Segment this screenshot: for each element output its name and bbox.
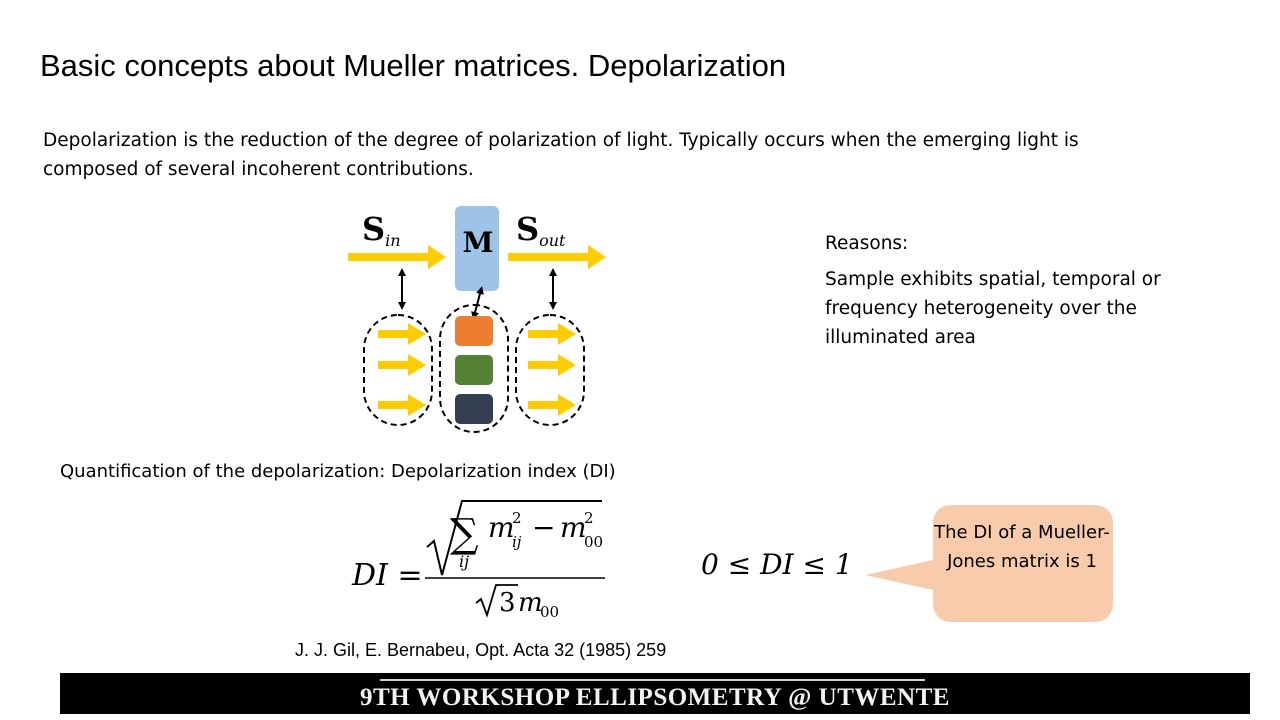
- denominator-sub: 00: [540, 603, 559, 621]
- element-dark: [455, 394, 493, 424]
- input-arrows: [378, 323, 426, 416]
- term-1-sub: ij: [512, 533, 522, 551]
- output-group-outline: [515, 314, 585, 426]
- formula-lhs: DI =: [351, 558, 423, 593]
- slide-title: Basic concepts about Mueller matrices. D…: [40, 48, 787, 83]
- element-orange: [455, 316, 493, 346]
- callout-text: The DI of a Mueller-Jones matrix is 1: [934, 522, 1110, 572]
- di-formula: DI = ∑ ij m 2 ij − m 2 00 3 m 00: [351, 500, 605, 621]
- sample-group-outline: [439, 304, 509, 433]
- depolarization-diagram: Sin M Sout: [348, 206, 606, 433]
- quantification-text: Quantification of the depolarization: De…: [60, 461, 616, 482]
- double-arrow-m: [471, 286, 484, 320]
- range-expression: 0 ≤ DI ≤ 1: [701, 548, 853, 581]
- term-2: m: [560, 511, 587, 544]
- input-group-outline: [363, 314, 433, 426]
- mueller-matrix-box: [455, 206, 499, 291]
- denominator-3: 3: [499, 588, 516, 618]
- term-2-sub: 00: [584, 533, 603, 551]
- denominator-m: m: [518, 588, 543, 618]
- numerator-radical: [426, 500, 602, 576]
- term-2-sup: 2: [584, 509, 594, 527]
- intro-paragraph: Depolarization is the reduction of the d…: [43, 130, 1079, 180]
- footer-banner: 9TH WORKSHOP ELLIPSOMETRY @ UTWENTE: [60, 673, 1250, 714]
- reasons-heading: Reasons:: [825, 233, 909, 254]
- footer-text: 9TH WORKSHOP ELLIPSOMETRY @ UTWENTE: [360, 684, 950, 711]
- output-arrow: [508, 245, 606, 269]
- term-1-sup: 2: [512, 509, 522, 527]
- sum-index: ij: [459, 552, 469, 571]
- reference-citation: J. J. Gil, E. Bernabeu, Opt. Acta 32 (19…: [295, 640, 667, 660]
- term-1: m: [488, 511, 515, 544]
- reasons-text: Sample exhibits spatial, temporal or fre…: [825, 269, 1161, 348]
- minus-sign: −: [532, 511, 555, 544]
- footer-rule: [380, 679, 925, 681]
- denominator-radical: [475, 584, 518, 618]
- di-range: 0 ≤ DI ≤ 1: [701, 548, 853, 581]
- input-arrow: [348, 245, 446, 269]
- m-label: M: [463, 226, 494, 259]
- output-arrows: [528, 323, 576, 416]
- s-out-label: Sout: [516, 210, 566, 250]
- element-green: [455, 355, 493, 385]
- sum-symbol: ∑: [450, 511, 479, 557]
- s-in-label: Sin: [362, 210, 401, 250]
- callout-bubble: [865, 505, 1113, 622]
